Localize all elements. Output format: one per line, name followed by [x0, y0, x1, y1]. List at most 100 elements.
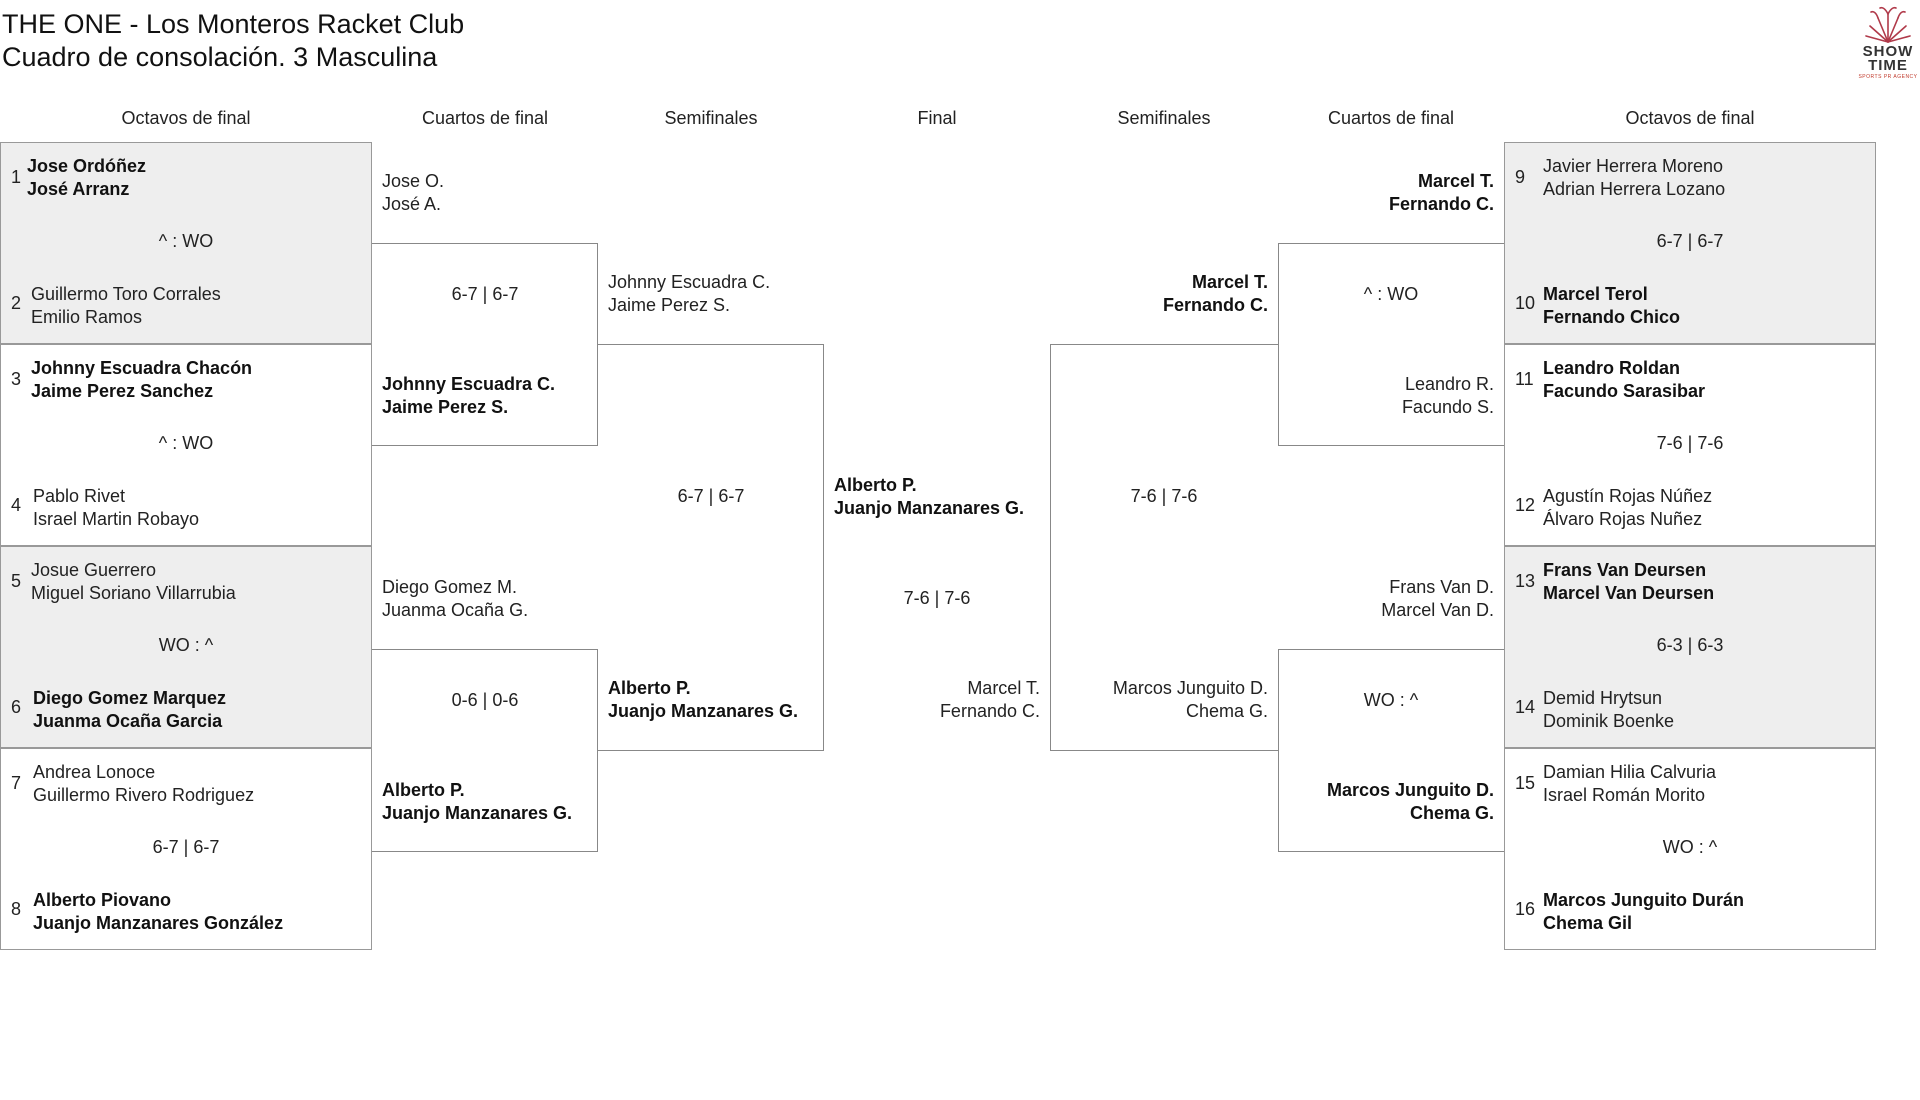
player-name: Juanma Ocaña G. [382, 600, 529, 620]
player-name: Leandro Roldan [1543, 358, 1681, 378]
player-name: Josue Guerrero [31, 560, 157, 580]
seed-number: 1 [11, 167, 22, 187]
player-name: Guillermo Toro Corrales [31, 284, 221, 304]
player-name: Facundo Sarasibar [1543, 381, 1706, 401]
player-name: Jose Ordóñez [27, 156, 147, 176]
player-name: Miguel Soriano Villarrubia [31, 583, 236, 603]
player-name: Dominik Boenke [1543, 711, 1675, 731]
player-name: Jaime Perez S. [608, 295, 731, 315]
player-name: José A. [382, 194, 442, 214]
player-name: Marcel Van Deursen [1543, 583, 1715, 603]
sf-left-team-b: Alberto P. Juanjo Manzanares G. [608, 677, 798, 723]
player-name: Marcel T. [967, 678, 1040, 698]
seed-number: 6 [11, 697, 22, 717]
player-name: Israel Román Morito [1543, 785, 1706, 805]
player-name: Juanjo Manzanares González [33, 913, 284, 933]
match-score: WO : ^ [1662, 837, 1718, 857]
logo-tagline: SPORTS PR AGENCY [1858, 74, 1918, 80]
player-name: Agustín Rojas Núñez [1543, 486, 1713, 506]
fireworks-icon [1865, 6, 1911, 43]
player-name: Marcel T. [1191, 272, 1268, 292]
qf-right-connector-1 [1278, 243, 1504, 446]
player-name: Frans Van D. [1389, 577, 1494, 597]
r16-match-5: 9 Javier Herrera Moreno Adrian Herrera L… [1504, 142, 1876, 344]
showtime-logo: SHOW TIME SPORTS PR AGENCY [1858, 2, 1918, 82]
player-name: Marcel Terol [1543, 284, 1648, 304]
match-score: WO : ^ [158, 635, 214, 655]
player-name: Jaime Perez Sanchez [31, 381, 214, 401]
seed-number: 4 [11, 495, 22, 515]
qf-left-connector-1 [372, 243, 598, 446]
page-title: THE ONE - Los Monteros Racket Club [2, 9, 465, 39]
sf-right-team-a: Marcel T. Fernando C. [1050, 271, 1268, 317]
match-score: 6-3 | 6-3 [1656, 635, 1724, 655]
player-name: Jaime Perez S. [382, 397, 509, 417]
player-name: Facundo S. [1401, 397, 1494, 417]
qf-left-connector-2 [372, 649, 598, 852]
player-name: Marcos Junguito D. [1112, 678, 1268, 698]
player-name: Marcos Junguito D. [1326, 780, 1494, 800]
sf-left-team-a: Johnny Escuadra C. Jaime Perez S. [608, 271, 770, 317]
qf-right-2-team-b: Marcos Junguito D. Chema G. [1278, 779, 1494, 825]
player-name: Marcos Junguito Durán [1543, 890, 1745, 910]
match-score: 6-7 | 6-7 [1656, 231, 1724, 251]
match-score: 6-7 | 6-7 [451, 284, 519, 304]
player-name: Alberto P. [608, 678, 691, 698]
seed-number: 3 [11, 369, 22, 389]
seed-number: 11 [1515, 369, 1534, 389]
match-score: ^ : WO [1363, 284, 1419, 304]
final-team-b: Marcel T. Fernando C. [824, 677, 1040, 723]
player-name: Pablo Rivet [33, 486, 126, 506]
player-name: Fernando C. [939, 701, 1040, 721]
seed-number: 13 [1515, 571, 1536, 591]
player-name: Fernando C. [1388, 194, 1494, 214]
seed-number: 12 [1515, 495, 1536, 515]
match-score: 0-6 | 0-6 [451, 690, 519, 710]
round-header-left-r16: Octavos de final [121, 108, 251, 128]
player-name: Johnny Escuadra C. [608, 272, 771, 292]
logo-word-1: SHOW [1862, 43, 1914, 60]
r16-match-3: 5 Josue Guerrero Miguel Soriano Villarru… [0, 546, 372, 748]
match-score: 7-6 | 7-6 [1130, 486, 1198, 506]
player-name: Johnny Escuadra C. [382, 374, 556, 394]
sf-right-connector [1050, 344, 1278, 751]
r16-match-7: 13 Frans Van Deursen Marcel Van Deursen … [1504, 546, 1876, 748]
player-name: Frans Van Deursen [1543, 560, 1707, 580]
player-name: Álvaro Rojas Nuñez [1543, 509, 1703, 529]
page-subtitle: Cuadro de consolación. 3 Masculina [2, 42, 438, 72]
player-name: Juanjo Manzanares G. [382, 803, 573, 823]
r16-match-2: 3 Johnny Escuadra Chacón Jaime Perez San… [0, 344, 372, 546]
r16-match-1: 1 Jose Ordóñez José Arranz ^ : WO 2 Guil… [0, 142, 372, 344]
player-name: José Arranz [27, 179, 130, 199]
player-name: Israel Martin Robayo [33, 509, 200, 529]
player-name: Juanma Ocaña Garcia [33, 711, 223, 731]
player-name: Emilio Ramos [31, 307, 143, 327]
match-score: 6-7 | 6-7 [152, 837, 220, 857]
qf-right-1-team-b: Leandro R. Facundo S. [1278, 373, 1494, 419]
player-name: Diego Gomez M. [382, 577, 518, 597]
logo-word-2: TIME [1868, 57, 1908, 74]
seed-number: 5 [11, 571, 22, 591]
qf-left-2-team-a: Diego Gomez M. Juanma Ocaña G. [382, 576, 528, 622]
match-score: 6-7 | 6-7 [677, 486, 745, 506]
sf-right-team-b: Marcos Junguito D. Chema G. [1050, 677, 1268, 723]
player-name: Andrea Lonoce [33, 762, 156, 782]
seed-number: 9 [1515, 167, 1526, 187]
qf-left-1-team-b: Johnny Escuadra C. Jaime Perez S. [382, 373, 555, 419]
qf-left-2-team-b: Alberto P. Juanjo Manzanares G. [382, 779, 572, 825]
player-name: Adrian Herrera Lozano [1543, 179, 1726, 199]
round-header-left-sf: Semifinales [664, 108, 758, 128]
player-name: Chema Gil [1543, 913, 1633, 933]
player-name: Jose O. [382, 171, 445, 191]
player-name: Fernando Chico [1543, 307, 1681, 327]
seed-number: 16 [1515, 899, 1536, 919]
player-name: Javier Herrera Moreno [1543, 156, 1724, 176]
player-name: Chema G. [1185, 701, 1268, 721]
r16-match-8: 15 Damian Hilia Calvuria Israel Román Mo… [1504, 748, 1876, 950]
player-name: Damian Hilia Calvuria [1543, 762, 1717, 782]
seed-number: 10 [1515, 293, 1536, 313]
qf-right-1-team-a: Marcel T. Fernando C. [1278, 170, 1494, 216]
match-score: WO : ^ [1363, 690, 1419, 710]
qf-right-2-team-a: Frans Van D. Marcel Van D. [1278, 576, 1494, 622]
player-name: Johnny Escuadra Chacón [31, 358, 253, 378]
